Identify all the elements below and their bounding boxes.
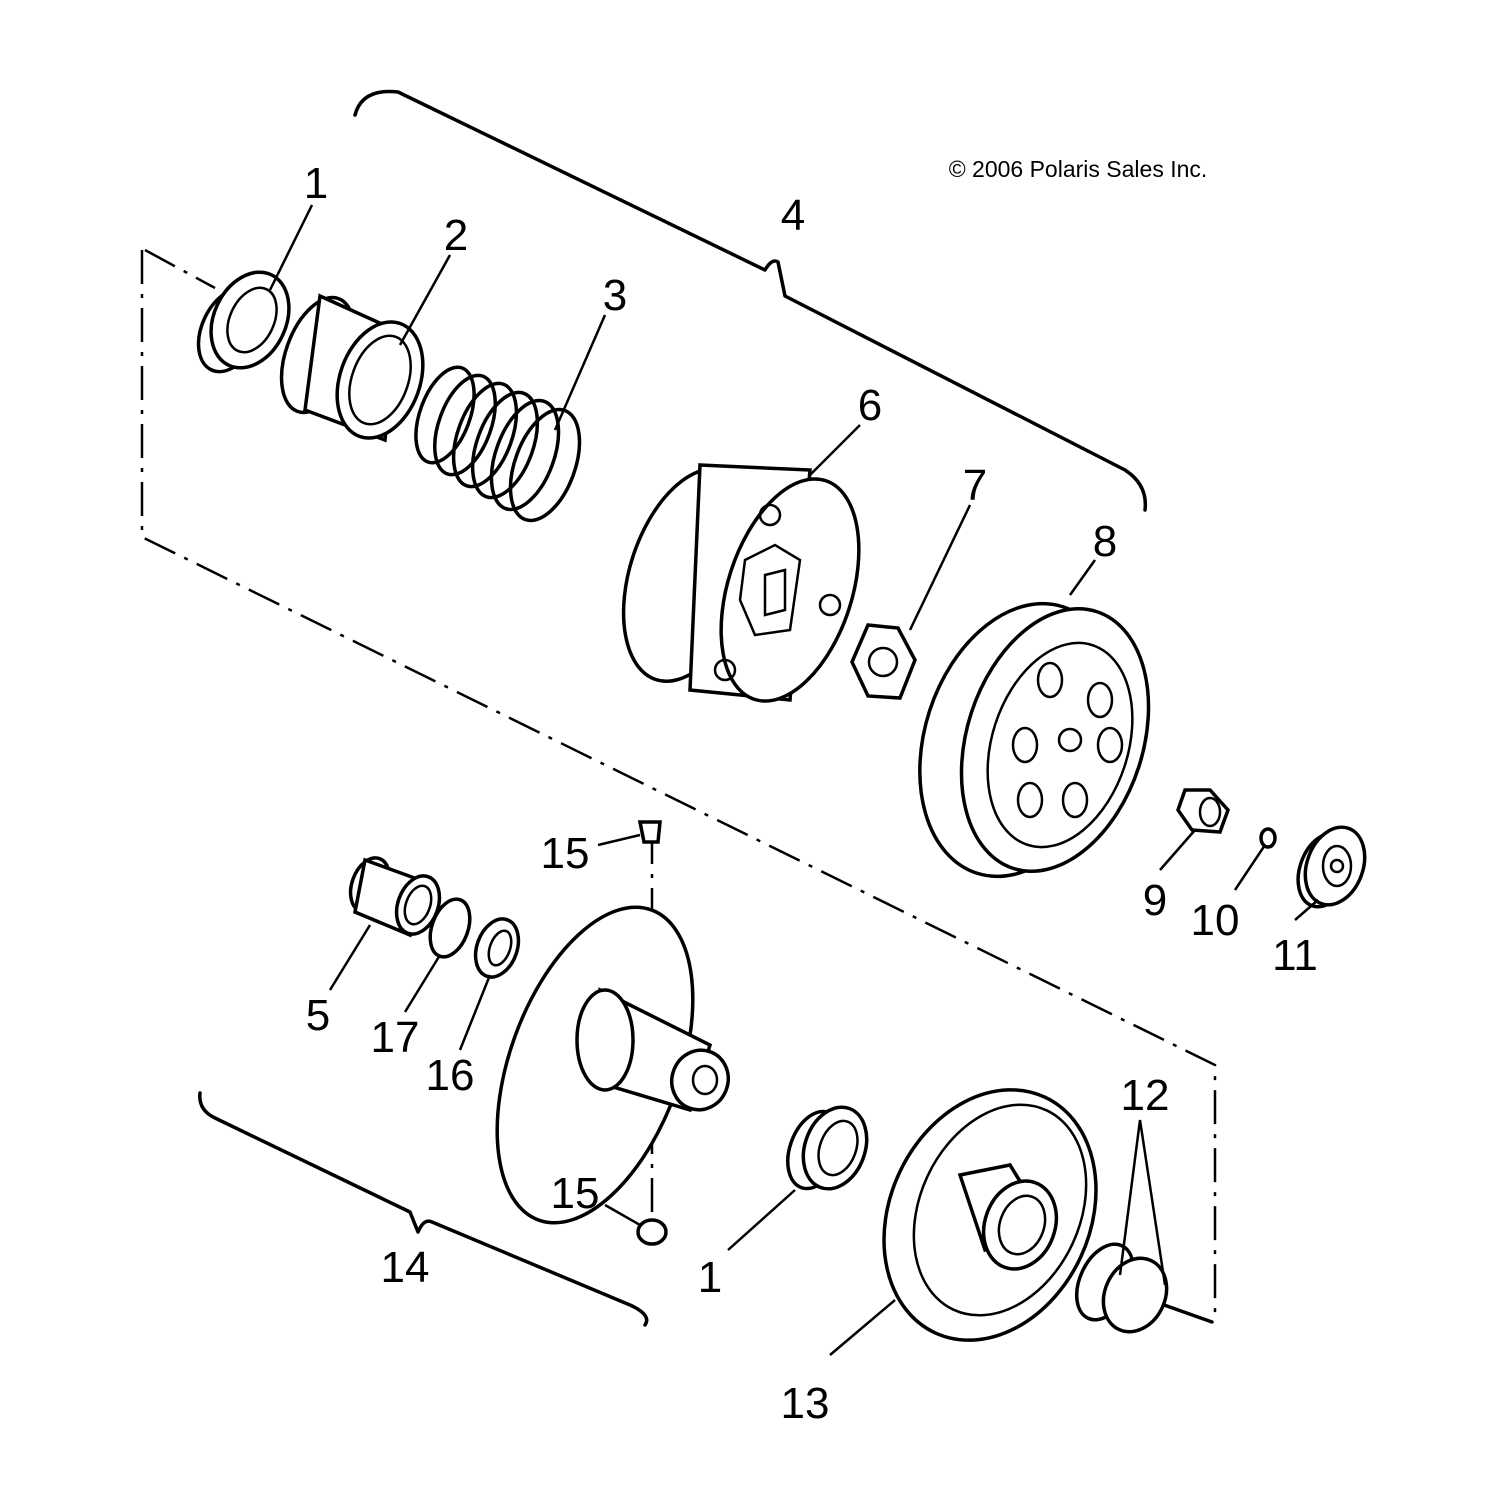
brace-assembly-4 (353, 89, 1148, 512)
part-nut-7 (850, 623, 917, 700)
part-ball-10 (1259, 827, 1277, 849)
callout-1-top: 1 (304, 159, 328, 208)
callout-17: 17 (371, 1013, 420, 1062)
callout-9: 9 (1143, 876, 1167, 925)
part-bushing (279, 293, 425, 443)
callout-7: 7 (963, 461, 987, 510)
callout-14: 14 (381, 1243, 430, 1292)
part-driven-pulley (882, 1088, 1098, 1342)
part-clutch-shoe (621, 463, 861, 703)
part-clutch-drum (918, 601, 1151, 879)
callout-8: 8 (1093, 517, 1117, 566)
leader-lines (268, 204, 1319, 1356)
callout-3: 3 (603, 271, 627, 320)
part-ring-16 (473, 917, 521, 979)
callout-1-bottom: 1 (698, 1253, 722, 1302)
part-plug-15-top (637, 820, 662, 844)
callout-15-bottom: 15 (551, 1169, 600, 1218)
copyright-text: © 2006 Polaris Sales Inc. (949, 156, 1208, 182)
part-drive-sheave (495, 905, 730, 1225)
part-bearing-11 (1296, 825, 1367, 909)
callout-12: 12 (1121, 1071, 1170, 1120)
part-plug-15-bottom (636, 1218, 668, 1246)
callout-6: 6 (858, 381, 882, 430)
part-seal-bottom (786, 1105, 869, 1191)
callout-4: 4 (781, 191, 805, 240)
callout-15-top: 15 (541, 829, 590, 878)
callout-16: 16 (426, 1051, 475, 1100)
callout-13: 13 (781, 1379, 830, 1428)
part-seal-top (196, 270, 291, 374)
part-spring (414, 365, 582, 523)
part-washer-12 (1074, 1242, 1169, 1334)
callout-11: 11 (1272, 931, 1318, 980)
callout-5: 5 (306, 991, 330, 1040)
part-nut-9 (1176, 788, 1231, 834)
callout-10: 10 (1191, 896, 1240, 945)
brace-assembly-14 (198, 1091, 649, 1327)
callout-2: 2 (444, 211, 468, 260)
